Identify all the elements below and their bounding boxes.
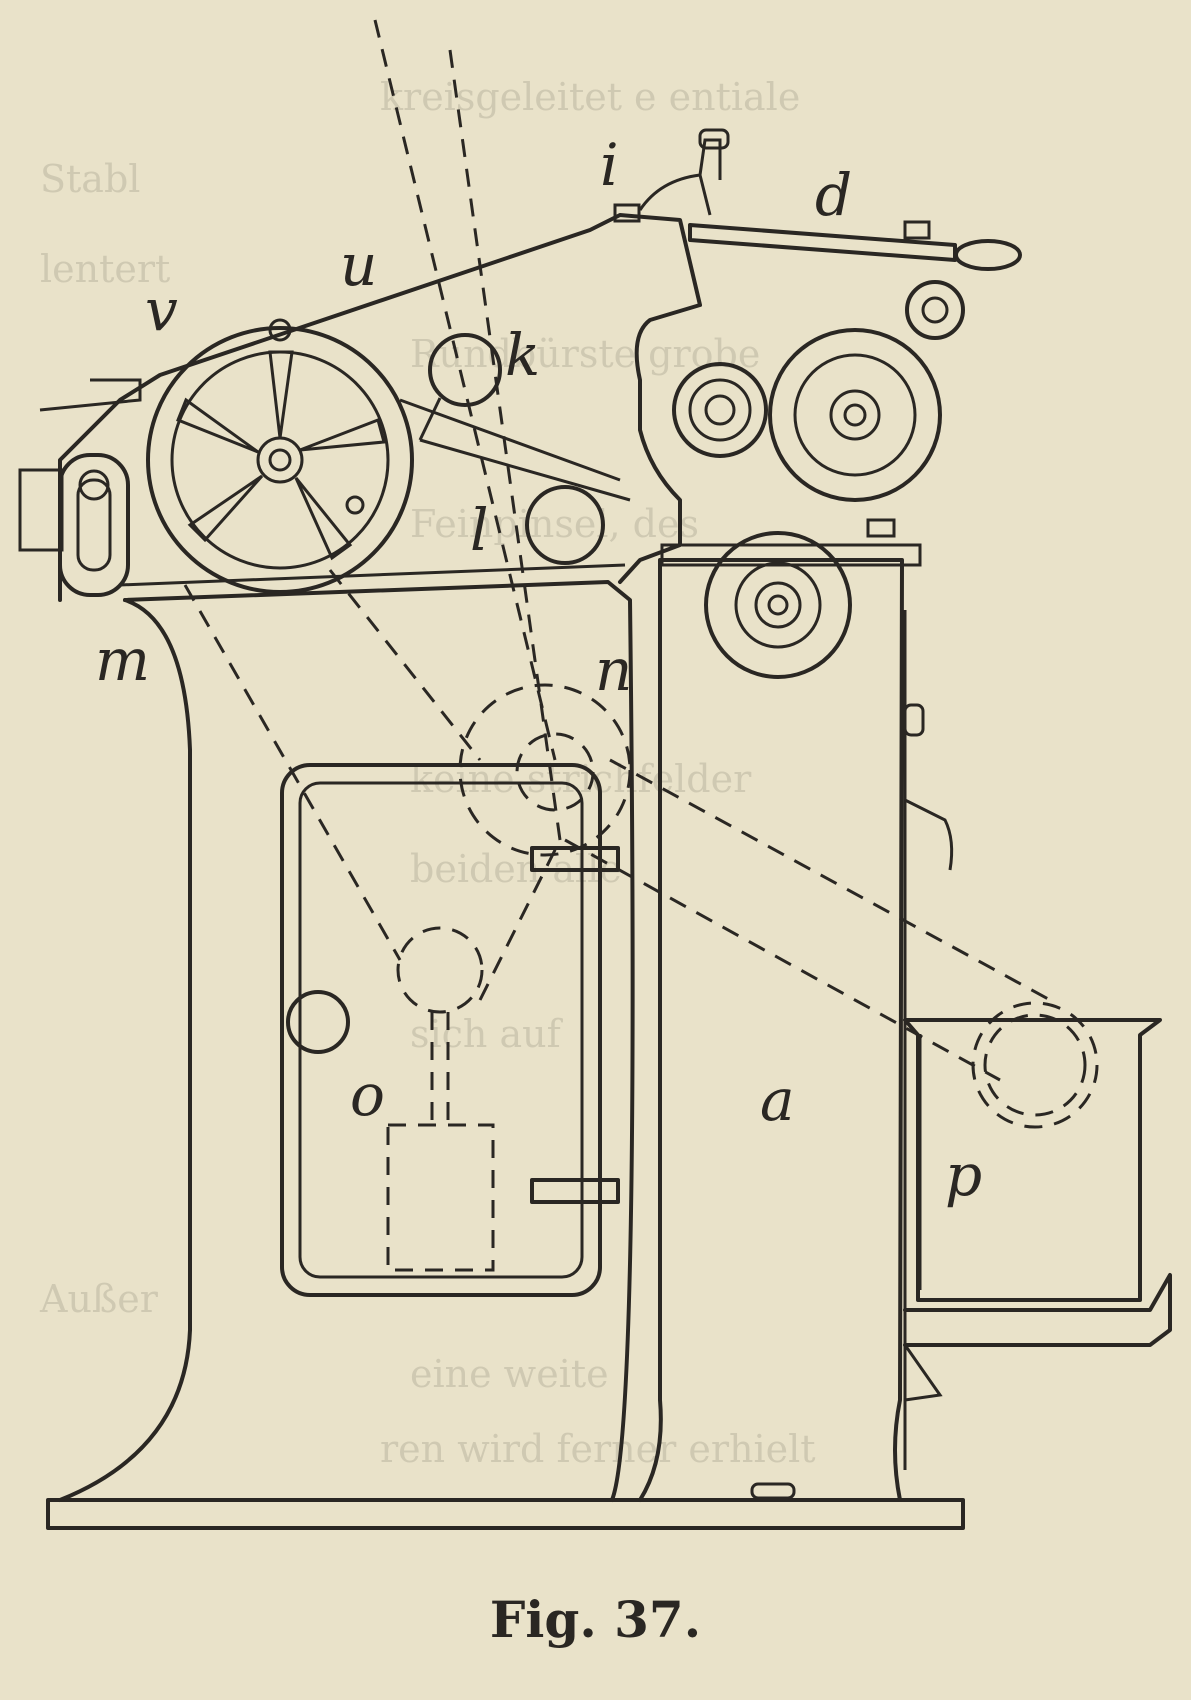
label-o: o <box>350 1061 385 1129</box>
fitting-i <box>638 138 722 216</box>
lever-bolt-left <box>613 203 641 223</box>
roller-bracket <box>660 543 922 567</box>
ball-u <box>428 333 502 407</box>
sight-line-5 <box>609 758 1051 1002</box>
container-bracket <box>903 1273 1172 1347</box>
figure-caption: Fig. 37. <box>489 1590 702 1649</box>
bleed-line-11: ren wird ferner erhielt <box>380 1427 816 1471</box>
container-drum-inner <box>983 1013 1087 1117</box>
sight-line-4 <box>328 569 482 761</box>
lever-d <box>688 223 957 262</box>
right-column <box>638 558 904 1502</box>
upper-pulley-outer <box>458 683 632 857</box>
left-pedestal <box>58 598 192 1502</box>
door-frame-outer <box>280 763 602 1297</box>
sight-line-2 <box>448 49 562 841</box>
label-d: d <box>815 161 852 229</box>
left-end-arm <box>39 378 142 412</box>
door-hinge-bottom <box>530 1178 620 1204</box>
upper-pulley-inner <box>515 732 595 812</box>
ball-u-link <box>418 397 442 441</box>
upper-frame-rail-3 <box>419 438 631 502</box>
bleed-line-10: eine weite <box>410 1352 609 1396</box>
large-roller <box>768 328 942 502</box>
door-hinge-top <box>530 846 620 872</box>
lever-bolt-right <box>903 220 931 240</box>
bleed-line-4: lentert <box>40 247 171 291</box>
left-bracket <box>58 453 130 597</box>
weight-chain <box>430 1012 450 1120</box>
base-plate <box>46 1498 965 1530</box>
sight-line-1 <box>373 19 557 761</box>
roller-bracket-bolt <box>866 518 896 538</box>
weight-block <box>386 1123 495 1272</box>
upper-frame-rail-2 <box>399 398 621 482</box>
left-bracket-slot <box>76 478 112 572</box>
lever-knob <box>954 239 1022 271</box>
container-p <box>903 1018 1162 1302</box>
door-hole <box>286 990 350 1054</box>
fitting-i-cap <box>698 128 730 150</box>
side-knob <box>903 703 925 737</box>
container-foot <box>903 1344 943 1402</box>
bleed-line-3: Stabl <box>40 157 141 201</box>
left-bracket-bolt <box>78 469 110 501</box>
lever-pivot-inner <box>921 296 949 324</box>
handwheel <box>146 318 414 594</box>
ball-l <box>525 485 605 565</box>
small-roller <box>672 362 768 458</box>
label-p: p <box>945 1141 982 1209</box>
door-frame-inner <box>298 781 584 1279</box>
sight-line-6 <box>564 838 1001 1082</box>
bleed-line-9: Außer <box>40 1277 158 1321</box>
side-hook <box>904 798 954 871</box>
upper-frame-rail <box>119 563 626 587</box>
container-drum-outer <box>971 1001 1099 1129</box>
label-l: l <box>470 496 489 564</box>
label-n: n <box>595 636 632 704</box>
upper-frame <box>58 213 702 602</box>
label-k: k <box>505 321 540 389</box>
label-v: v <box>145 276 178 344</box>
bleed-line-8: sich auf <box>410 1012 561 1056</box>
label-u: u <box>340 231 377 299</box>
right-column-foot <box>750 1482 796 1500</box>
left-end-plate <box>18 468 64 552</box>
sight-line-7 <box>478 839 562 1001</box>
bleed-line-5: Feinpinsel, des <box>410 502 699 546</box>
lever-pivot <box>905 280 965 340</box>
label-a: a <box>760 1066 795 1134</box>
weight-pulley <box>396 926 484 1014</box>
label-m: m <box>95 626 150 694</box>
body-outline <box>123 580 635 1502</box>
sight-line-3 <box>183 584 402 961</box>
label-i: i <box>600 131 619 199</box>
lower-roller <box>704 531 852 679</box>
bleed-line-1: kreisgeleitet e entiale <box>380 75 801 119</box>
